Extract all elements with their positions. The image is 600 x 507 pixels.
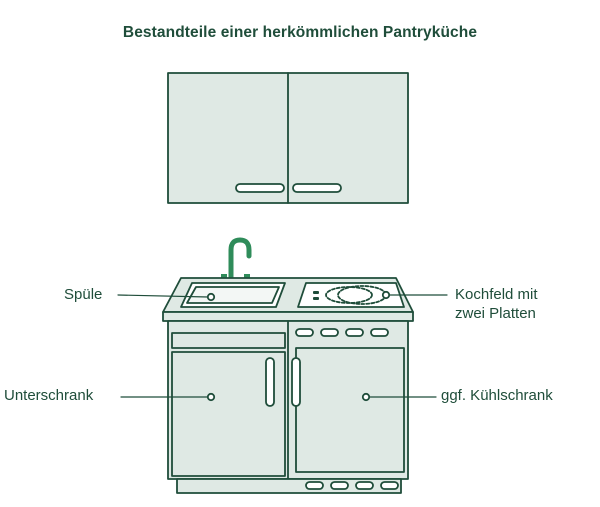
- wall-cabinet-handle-left: [235, 183, 285, 193]
- leader-sink: [117, 294, 209, 298]
- fridge-handle: [291, 357, 301, 407]
- hob-marker: [381, 290, 391, 300]
- hob: [297, 282, 405, 308]
- fridge-marker: [361, 392, 371, 402]
- label-hob: Kochfeld mit zwei Platten: [455, 285, 538, 323]
- label-sink: Spüle: [64, 286, 103, 303]
- label-hob-line2: zwei Platten: [455, 305, 536, 322]
- sink-basin: [180, 282, 286, 308]
- wall-cabinet: [167, 72, 409, 204]
- label-under-cabinet: Unterschrank: [4, 387, 94, 404]
- under-cabinet-door: [171, 332, 286, 477]
- under-cabinet-handle: [265, 357, 275, 407]
- fridge: [291, 328, 405, 490]
- diagram-title: Bestandteile einer herkömmlichen Pantryk…: [122, 24, 478, 41]
- wall-cabinet-handle-right: [292, 183, 342, 193]
- under-cabinet-marker: [206, 392, 216, 402]
- sink-marker: [206, 292, 216, 302]
- faucet-icon: [221, 237, 252, 281]
- label-hob-line1: Kochfeld mit: [455, 286, 538, 303]
- label-fridge: ggf. Kühlschrank: [441, 387, 553, 404]
